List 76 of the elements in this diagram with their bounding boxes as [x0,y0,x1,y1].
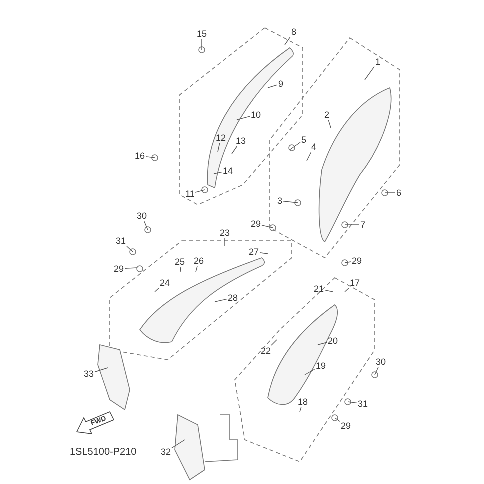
leader-line [328,120,332,128]
leader-line [172,440,186,449]
leader-line [384,192,396,194]
leader-line [344,224,360,226]
leader-line [304,369,316,376]
callout-number: 14 [223,166,234,176]
leader-line [262,225,274,228]
leader-line [344,288,350,292]
callout-number: 33 [84,370,94,378]
callout-number: 17 [350,278,360,288]
leader-line [344,262,352,264]
leader-line [214,298,228,302]
leader-line [364,66,375,80]
callout-number: 31 [116,236,126,246]
leader-line [324,290,334,292]
callout-number: 23 [220,228,230,238]
callout-number: 16 [135,152,146,160]
callout-number: 15 [197,30,208,38]
leader-line [348,402,358,404]
callout-number: 2 [324,110,330,120]
leader-line [124,268,138,270]
leader-line [334,418,340,422]
callout-number: 28 [228,294,238,302]
leader-line [236,116,250,120]
callout-number: 27 [249,248,260,256]
leader-line [271,340,278,346]
callout-number: 24 [160,278,170,288]
leader-line [144,221,148,230]
callout-number: 10 [251,110,262,120]
callout-number: 25 [175,258,186,266]
callout-number: 8 [292,28,297,36]
callout-number: 29 [341,422,352,430]
callout-number: 29 [352,256,362,266]
leader-line [94,368,108,372]
catalog-code: 1SL5100-P210 [70,448,137,458]
callout-number: 3 [278,196,283,206]
callout-number: 9 [278,80,284,88]
callout-number: 26 [194,256,204,266]
leader-line [318,342,328,346]
leader-line [290,142,301,150]
leader-line [196,266,198,272]
leader-line [214,172,222,174]
leader-line [268,84,278,88]
callout-number: 30 [137,212,148,220]
callout-number: 20 [328,336,338,346]
leader-line [260,252,268,254]
callout-number: 1 [376,58,381,66]
callout-number: 11 [186,190,195,198]
callout-number: 12 [216,134,226,142]
callout-number: 29 [251,220,262,228]
leader-line [374,367,379,376]
callout-number: 22 [261,346,272,356]
leader-line [195,190,206,193]
callout-number: 4 [312,142,317,152]
callout-number: 6 [396,188,402,198]
leader-line [300,407,302,412]
leader-line [224,238,226,246]
callout-number: 32 [161,448,172,456]
leader-line [180,267,182,272]
callout-number: 29 [114,264,124,274]
leader-line [126,246,134,252]
callout-number: 13 [236,136,246,146]
leader-line [146,156,156,158]
callout-number: 18 [298,398,308,406]
leader-line [154,288,160,292]
callout-number: 31 [358,400,368,408]
callout-number: 30 [376,358,386,366]
callout-number: 21 [314,284,324,294]
callout-number: 5 [302,136,307,144]
leader-line [218,143,220,152]
leader-line [284,36,291,46]
callout-number: 19 [316,362,326,370]
leader-line [283,201,298,204]
leader-line [232,146,238,154]
leader-line [306,152,312,162]
callout-number: 7 [360,220,366,230]
